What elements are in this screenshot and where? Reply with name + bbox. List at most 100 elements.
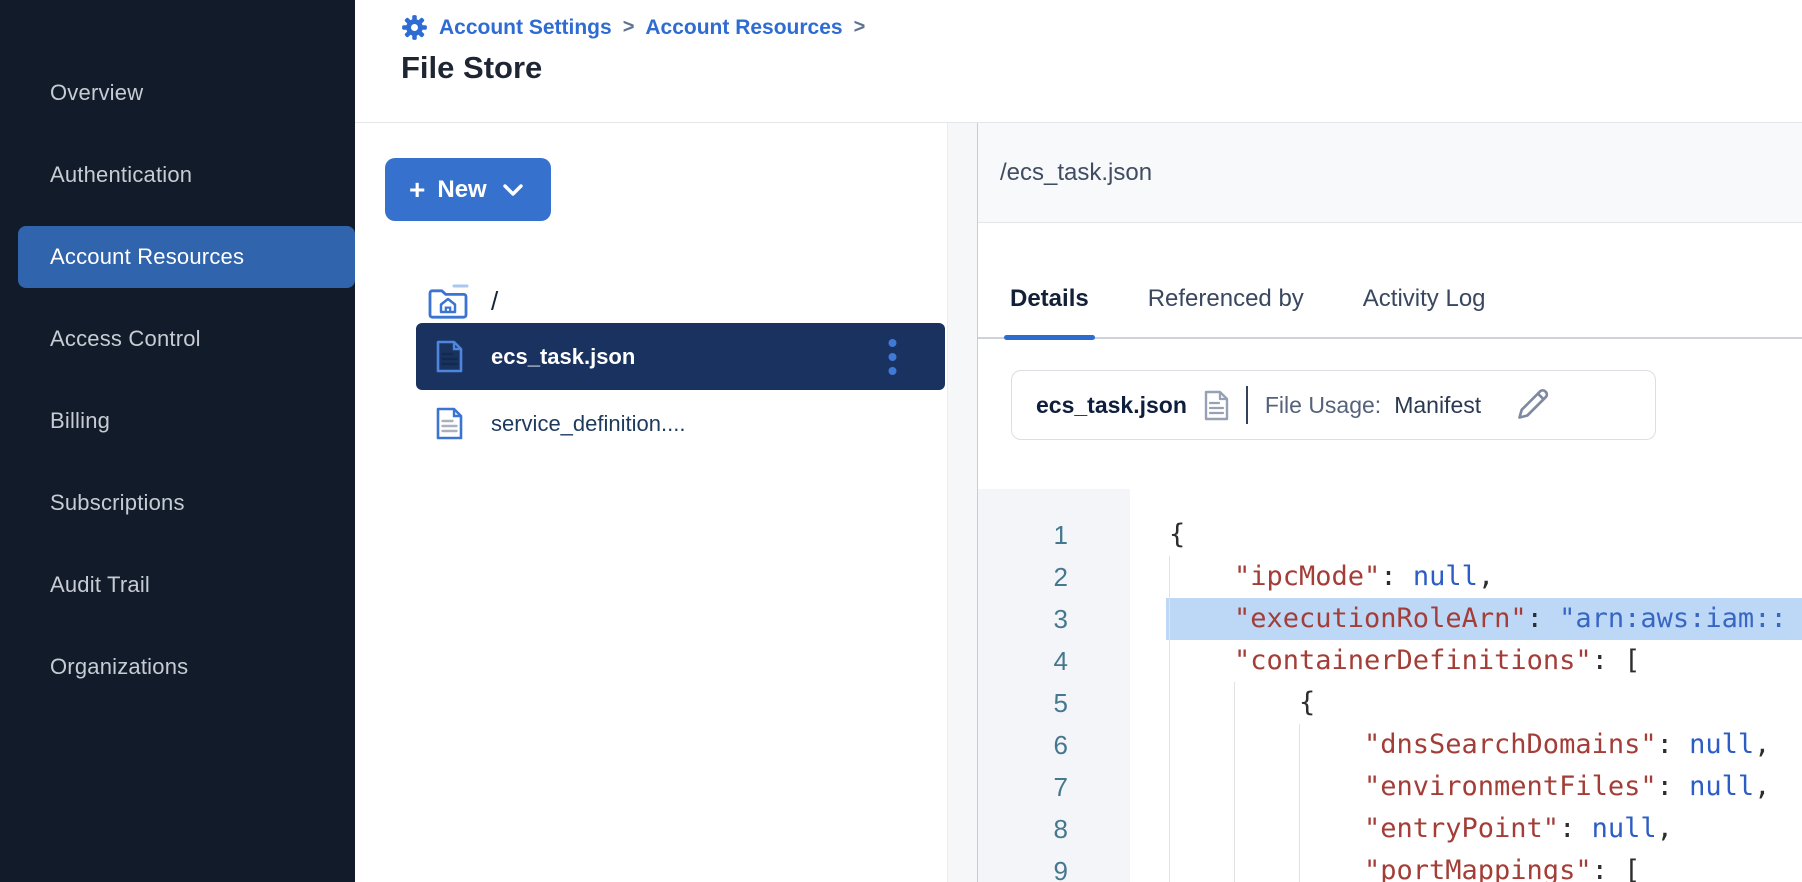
tab-label: Details <box>1010 285 1089 312</box>
code-token: : [ <box>1591 645 1641 676</box>
indent-guide <box>1234 766 1299 808</box>
indent-guide <box>1169 766 1234 808</box>
code-token: "entryPoint" <box>1364 813 1560 844</box>
breadcrumb: Account Settings > Account Resources > <box>401 14 1802 41</box>
document-icon[interactable] <box>1204 390 1229 421</box>
code-line-body: { <box>1130 514 1802 556</box>
highlighted-code-line: "executionRoleArn": "arn:aws:iam:: <box>1166 598 1802 640</box>
code-token: null <box>1689 771 1755 802</box>
code-token: { <box>1299 687 1316 718</box>
code-token: { <box>1169 519 1186 550</box>
line-number: 3 <box>1053 604 1068 634</box>
code-line: 7"environmentFiles": null, <box>978 766 1802 808</box>
file-row-ecs-task-json[interactable]: ecs_task.json <box>416 323 945 390</box>
sidebar-item-subscriptions[interactable]: Subscriptions <box>50 490 185 515</box>
sidebar-item-billing[interactable]: Billing <box>50 408 111 433</box>
code-token: , <box>1754 771 1771 802</box>
tab-details[interactable]: Details <box>1004 273 1095 340</box>
chevron-down-icon <box>503 183 523 196</box>
tab-referenced-by[interactable]: Referenced by <box>1146 273 1306 337</box>
new-button[interactable]: + New <box>385 158 551 221</box>
breadcrumb-link-account-settings[interactable]: Account Settings <box>439 15 612 39</box>
indent-guide <box>1299 724 1364 766</box>
tab-activity-log[interactable]: Activity Log <box>1361 273 1488 337</box>
sidebar-item-audit-trail[interactable]: Audit Trail <box>50 572 151 597</box>
code-line-body: "dnsSearchDomains": null, <box>1130 724 1802 766</box>
code-token: "ipcMode" <box>1234 561 1381 592</box>
tab-label: Activity Log <box>1362 285 1486 312</box>
breadcrumb-link-account-resources[interactable]: Account Resources <box>645 15 843 39</box>
code-text: "dnsSearchDomains": null, <box>1166 724 1802 766</box>
code-text: "containerDefinitions": [ <box>1166 640 1802 682</box>
sidebar-item-organizations[interactable]: Organizations <box>50 654 189 679</box>
sidebar-item-access-control[interactable]: Access Control <box>50 326 201 351</box>
code-token: : <box>1656 729 1690 760</box>
code-token: null <box>1412 561 1478 592</box>
code-line: 8 "entryPoint": null, <box>978 808 1802 850</box>
code-token: "arn:aws:iam:: <box>1559 603 1787 634</box>
code-line: 9"portMappings": [ <box>978 850 1802 882</box>
indent-guide <box>1234 682 1299 724</box>
file-store-panel: + New <box>355 123 978 882</box>
code-line-body: "entryPoint": null, <box>1130 808 1802 850</box>
divider <box>1245 386 1248 424</box>
code-line-body: "executionRoleArn": "arn:aws:iam:: <box>1130 598 1802 640</box>
code-token: "executionRoleArn" <box>1234 603 1527 634</box>
code-viewer: 1{2"ipcMode": null,3"executionRoleArn": … <box>978 489 1802 882</box>
indent-guide <box>1299 850 1364 882</box>
code-line-body: "portMappings": [ <box>1130 850 1802 882</box>
indent-guide <box>1169 850 1234 882</box>
indent-guide <box>1234 724 1299 766</box>
code-text: "entryPoint": null, <box>1166 808 1802 850</box>
main-area: Account Settings>Account Resources> File… <box>355 0 1802 882</box>
line-number: 8 <box>1053 814 1068 844</box>
sidebar-item-overview[interactable]: Overview <box>50 80 144 105</box>
document-icon <box>436 407 463 440</box>
code-token: : [ <box>1591 855 1641 882</box>
code-line: 3 "executionRoleArn": "arn:aws:iam:: <box>978 598 1802 640</box>
indent-guide <box>1169 682 1234 724</box>
home-folder-icon <box>425 281 473 321</box>
sidebar-item-authentication[interactable]: Authentication <box>50 162 193 187</box>
new-button-label: New <box>437 175 487 203</box>
root-path-label: / <box>491 285 499 316</box>
code-line: 4 "containerDefinitions": [ <box>978 640 1802 682</box>
code-token: : <box>1656 771 1690 802</box>
breadcrumb-separator: > <box>622 16 635 38</box>
code-line-body: { <box>1130 682 1802 724</box>
detail-tabs: Details Referenced by Activity Log <box>978 273 1802 340</box>
line-number: 4 <box>1053 646 1068 676</box>
code-line-body: "environmentFiles": null, <box>1130 766 1802 808</box>
line-number: 6 <box>1053 730 1068 760</box>
code-text: "ipcMode": null, <box>1166 556 1802 598</box>
file-summary-card: ecs_task.json File Usage: Manifest <box>1011 370 1656 440</box>
indent-guide <box>1169 556 1234 598</box>
root-folder-row[interactable]: / <box>355 279 977 323</box>
pencil-icon[interactable] <box>1512 385 1552 425</box>
code-token: null <box>1689 729 1755 760</box>
code-line-body: "ipcMode": null, <box>1130 556 1802 598</box>
code-line: 2 "ipcMode": null, <box>978 556 1802 598</box>
file-name: service_definition.... <box>491 410 686 436</box>
kebab-menu-icon[interactable] <box>879 336 905 378</box>
code-token: "containerDefinitions" <box>1234 645 1592 676</box>
indent-guide <box>1299 808 1364 850</box>
file-list: ecs_task.json service_definition.... <box>355 323 977 457</box>
line-number: 2 <box>1053 562 1068 592</box>
indent-guide <box>1299 766 1364 808</box>
indent-guide <box>1169 724 1234 766</box>
code-token: , <box>1754 729 1771 760</box>
code-text: "portMappings": [ <box>1166 850 1802 882</box>
file-name: ecs_task.json <box>491 343 636 369</box>
indent-guide <box>1169 808 1234 850</box>
sidebar-item-account-resources[interactable]: Account Resources <box>18 226 355 288</box>
code-text: { <box>1166 514 1802 556</box>
code-text: { <box>1166 682 1802 724</box>
breadcrumb-separator: > <box>853 16 866 38</box>
code-token: null <box>1591 813 1657 844</box>
file-row-service-definition[interactable]: service_definition.... <box>416 390 945 457</box>
panel-scrollbar[interactable] <box>947 123 977 882</box>
